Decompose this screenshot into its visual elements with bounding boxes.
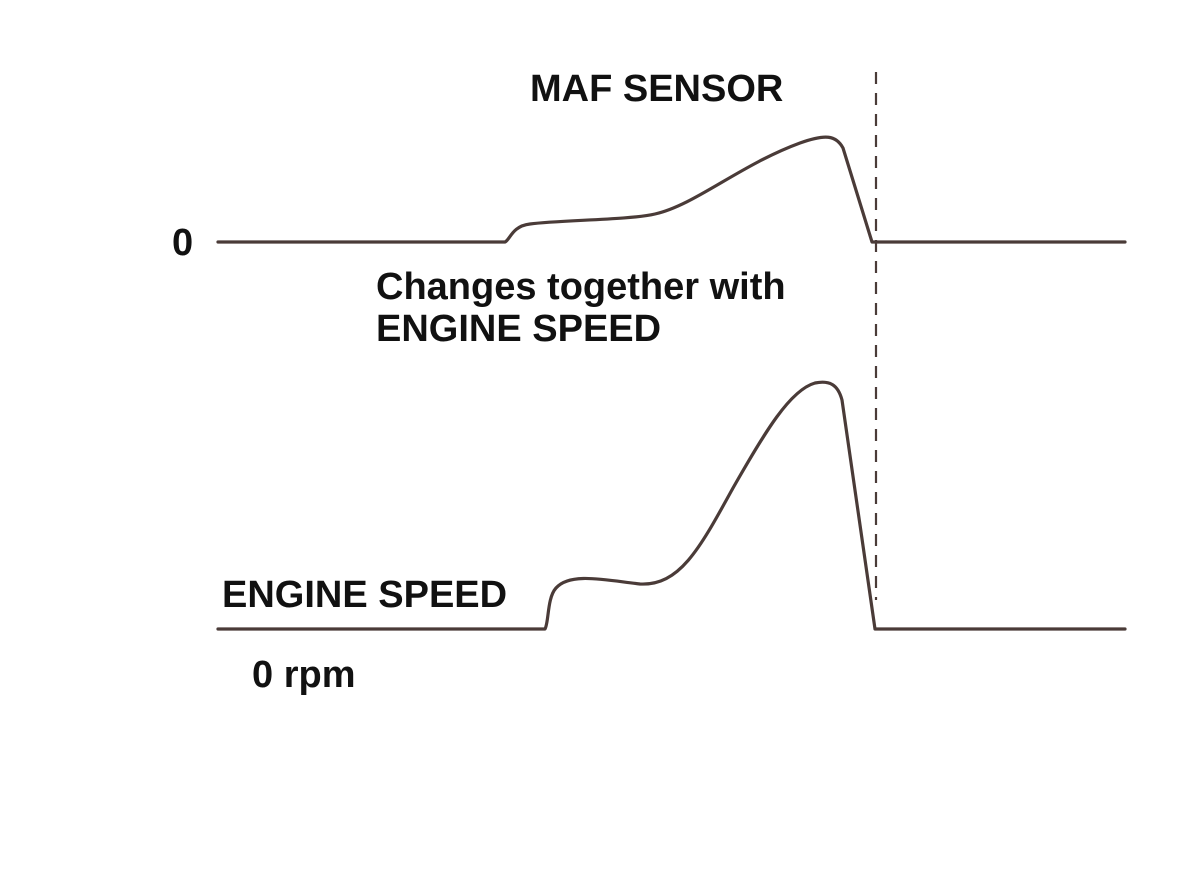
- maf-sensor-label: MAF SENSOR: [530, 68, 784, 110]
- maf-zero-level-label: 0: [172, 222, 194, 264]
- engine-zero-rpm-label: 0 rpm: [252, 654, 356, 696]
- relationship-note: Changes together with ENGINE SPEED: [376, 266, 786, 350]
- relationship-note-line-2: ENGINE SPEED: [376, 308, 662, 350]
- engine-speed-label: ENGINE SPEED: [222, 574, 508, 616]
- engine-speed-waveform: [216, 380, 1127, 631]
- relationship-note-line-1: Changes together with: [376, 266, 786, 308]
- maf-sensor-waveform: [216, 135, 1127, 244]
